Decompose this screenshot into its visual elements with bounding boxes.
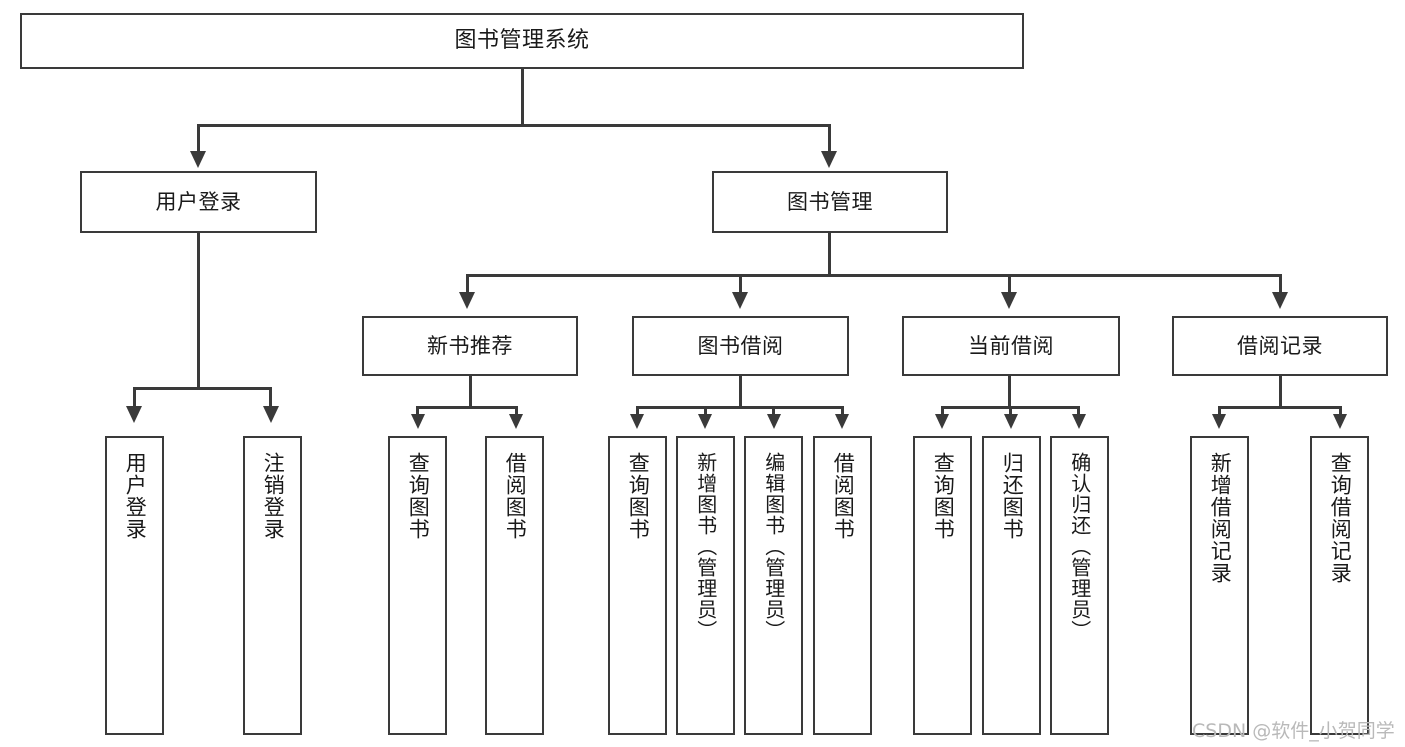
node-label: 归还图书 (1000, 452, 1025, 540)
edge-user-login-left-drop (133, 387, 136, 407)
edge-bm-drop-4 (1279, 274, 1282, 293)
leaf-add-book[interactable]: 新增图书（管理员） (676, 436, 735, 735)
edge-root-to-user-login (197, 124, 200, 152)
leaf-borrow-book-2[interactable]: 借阅图书 (813, 436, 872, 735)
edge-book-management-stem (828, 233, 831, 276)
arrow-to-new-book-recommend (459, 292, 475, 309)
arrow-to-leaf-confirm-return (1072, 414, 1086, 429)
node-label: 当前借阅 (968, 333, 1054, 358)
edge-bb-drop-4 (841, 406, 844, 416)
edge-bm-drop-1 (466, 274, 469, 293)
arrow-to-leaf-borrow-book-1 (509, 414, 523, 429)
leaf-borrow-book-1[interactable]: 借阅图书 (485, 436, 544, 735)
edge-br-bus (1218, 406, 1342, 409)
node-label: 借阅图书 (503, 452, 528, 540)
node-label: 新增借阅记录 (1208, 452, 1233, 584)
arrow-to-leaf-query-borrow-record (1333, 414, 1347, 429)
node-label: 查询图书 (931, 452, 956, 540)
leaf-query-book-3[interactable]: 查询图书 (913, 436, 972, 735)
arrow-to-leaf-add-borrow-record (1212, 414, 1226, 429)
edge-user-login-right-drop (269, 387, 272, 407)
node-label: 用户登录 (123, 452, 148, 540)
edge-br-stem (1279, 376, 1282, 408)
leaf-confirm-return[interactable]: 确认归还（管理员） (1050, 436, 1109, 735)
edge-nbr-drop-1 (416, 406, 419, 416)
leaf-user-login[interactable]: 用户登录 (105, 436, 164, 735)
arrow-to-leaf-edit-book (767, 414, 781, 429)
node-book-management[interactable]: 图书管理 (712, 171, 948, 233)
arrow-to-book-borrow (732, 292, 748, 309)
leaf-query-borrow-record[interactable]: 查询借阅记录 (1310, 436, 1369, 735)
leaf-add-borrow-record[interactable]: 新增借阅记录 (1190, 436, 1249, 735)
arrow-to-borrow-record (1272, 292, 1288, 309)
node-label: 编辑图书（管理员） (761, 452, 786, 641)
node-label: 借阅图书 (831, 452, 856, 540)
edge-user-login-stem (197, 233, 200, 389)
node-label: 借阅记录 (1237, 333, 1323, 358)
edge-br-drop-1 (1218, 406, 1221, 416)
arrow-to-leaf-query-book-3 (935, 414, 949, 429)
node-label: 新书推荐 (427, 333, 513, 358)
arrow-to-leaf-query-book-1 (411, 414, 425, 429)
leaf-return-book[interactable]: 归还图书 (982, 436, 1041, 735)
edge-root-to-book-management (828, 124, 831, 152)
arrow-to-leaf-query-book-2 (630, 414, 644, 429)
node-label: 确认归还（管理员） (1067, 452, 1092, 641)
arrow-to-current-borrow (1001, 292, 1017, 309)
edge-book-management-bus (466, 274, 1282, 277)
leaf-query-book-1[interactable]: 查询图书 (388, 436, 447, 735)
edge-root-stem (521, 69, 524, 126)
node-label: 注销登录 (261, 452, 286, 540)
node-label: 查询图书 (626, 452, 651, 540)
edge-nbr-stem (469, 376, 472, 408)
node-label: 图书管理系统 (454, 28, 590, 54)
arrow-to-leaf-user-login (126, 406, 142, 423)
node-user-login[interactable]: 用户登录 (80, 171, 317, 233)
edge-bb-bus (636, 406, 844, 409)
edge-br-drop-2 (1339, 406, 1342, 416)
node-label: 新增图书（管理员） (693, 452, 718, 641)
node-book-borrow[interactable]: 图书借阅 (632, 316, 849, 376)
leaf-query-book-2[interactable]: 查询图书 (608, 436, 667, 735)
edge-bb-drop-2 (704, 406, 707, 416)
arrow-to-leaf-borrow-book-2 (835, 414, 849, 429)
edge-cb-drop-2 (1009, 406, 1012, 416)
edge-user-login-bus (133, 387, 272, 390)
edge-nbr-bus (416, 406, 518, 409)
watermark-csdn: CSDN @软件_小贺同学 (1192, 720, 1395, 742)
edge-cb-stem (1008, 376, 1011, 408)
node-label: 图书管理 (787, 189, 873, 214)
edge-bb-drop-1 (636, 406, 639, 416)
leaf-user-logout[interactable]: 注销登录 (243, 436, 302, 735)
edge-bb-drop-3 (772, 406, 775, 416)
node-borrow-record[interactable]: 借阅记录 (1172, 316, 1388, 376)
arrow-to-leaf-add-book (698, 414, 712, 429)
leaf-edit-book[interactable]: 编辑图书（管理员） (744, 436, 803, 735)
node-label: 查询图书 (406, 452, 431, 540)
node-label: 图书借阅 (697, 333, 784, 358)
edge-bm-drop-3 (1008, 274, 1011, 293)
edge-bb-stem (739, 376, 742, 408)
arrow-to-book-management (821, 151, 837, 168)
edge-cb-drop-3 (1077, 406, 1080, 416)
arrow-to-user-login (190, 151, 206, 168)
edge-nbr-drop-2 (515, 406, 518, 416)
node-root-book-management-system[interactable]: 图书管理系统 (20, 13, 1024, 69)
edge-bm-drop-2 (739, 274, 742, 293)
arrow-to-leaf-user-logout (263, 406, 279, 423)
edge-cb-drop-1 (941, 406, 944, 416)
edge-root-bus (197, 124, 831, 127)
node-new-book-recommend[interactable]: 新书推荐 (362, 316, 578, 376)
arrow-to-leaf-return-book (1004, 414, 1018, 429)
node-current-borrow[interactable]: 当前借阅 (902, 316, 1120, 376)
node-label: 用户登录 (155, 189, 242, 214)
node-label: 查询借阅记录 (1328, 452, 1353, 584)
